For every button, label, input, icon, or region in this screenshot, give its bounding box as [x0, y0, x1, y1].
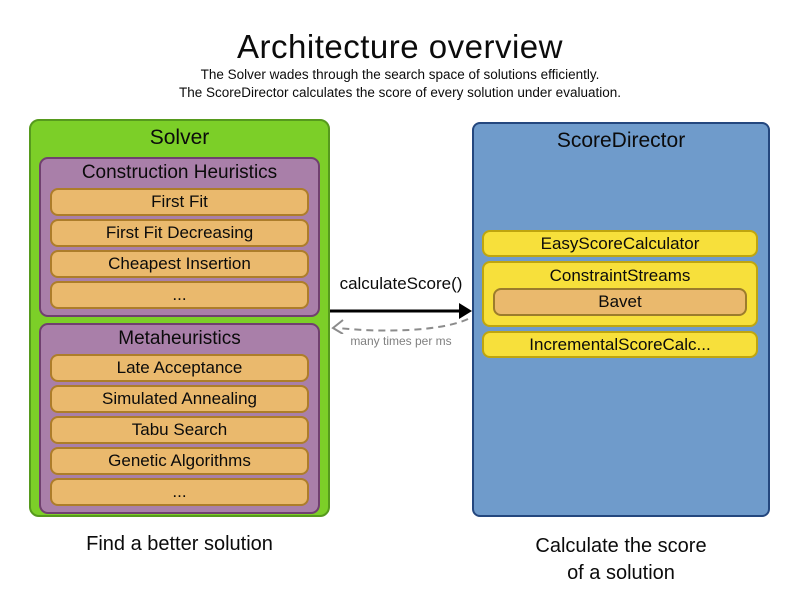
scoredirector-items: EasyScoreCalculator ConstraintStreams Ba…: [482, 230, 758, 362]
algorithm-genetic-algorithms: Genetic Algorithms: [50, 447, 309, 475]
calculator-incrementalscorecalc: IncrementalScoreCalc...: [482, 331, 758, 358]
scoredirector-caption-line1: Calculate the score: [535, 535, 707, 557]
algorithm-first-fit: First Fit: [50, 188, 309, 216]
algorithm-more-construction: ...: [50, 281, 309, 309]
call-arrow-icon: [330, 303, 472, 334]
calculator-bavet: Bavet: [493, 288, 747, 316]
scoredirector-box: ScoreDirector EasyScoreCalculator Constr…: [472, 122, 770, 517]
calculator-easyscorecalculator: EasyScoreCalculator: [482, 230, 758, 257]
subtitle-scoredirector: The ScoreDirector calculates the score o…: [179, 85, 621, 100]
scoredirector-title: ScoreDirector: [556, 129, 686, 152]
solver-box: Solver Construction Heuristics First Fit…: [29, 119, 330, 517]
page-title: Architecture overview: [237, 28, 563, 65]
metaheuristics-title: Metaheuristics: [118, 328, 241, 349]
algorithm-more-metaheuristics: ...: [50, 478, 309, 506]
constraintstreams-label: ConstraintStreams: [549, 266, 691, 285]
algorithm-late-acceptance: Late Acceptance: [50, 354, 309, 382]
scoredirector-caption-line2: of a solution: [567, 562, 675, 584]
calculator-constraintstreams: ConstraintStreams Bavet: [482, 261, 758, 327]
solver-caption: Find a better solution: [86, 533, 273, 555]
calculatescore-label: calculateScore(): [339, 274, 463, 293]
algorithm-first-fit-decreasing: First Fit Decreasing: [50, 219, 309, 247]
metaheuristics-group: Metaheuristics Late Acceptance Simulated…: [39, 323, 320, 514]
construction-heuristics-title: Construction Heuristics: [81, 162, 278, 183]
algorithm-tabu-search: Tabu Search: [50, 416, 309, 444]
frequency-label: many times per ms: [350, 334, 452, 348]
solver-title: Solver: [149, 126, 210, 149]
solver-scoredirector-connection: calculateScore() many times per ms: [330, 270, 472, 355]
algorithm-cheapest-insertion: Cheapest Insertion: [50, 250, 309, 278]
scoredirector-caption: Calculate the score of a solution: [472, 533, 770, 587]
subtitle-solver: The Solver wades through the search spac…: [200, 67, 600, 82]
construction-heuristics-group: Construction Heuristics First Fit First …: [39, 157, 320, 317]
algorithm-simulated-annealing: Simulated Annealing: [50, 385, 309, 413]
